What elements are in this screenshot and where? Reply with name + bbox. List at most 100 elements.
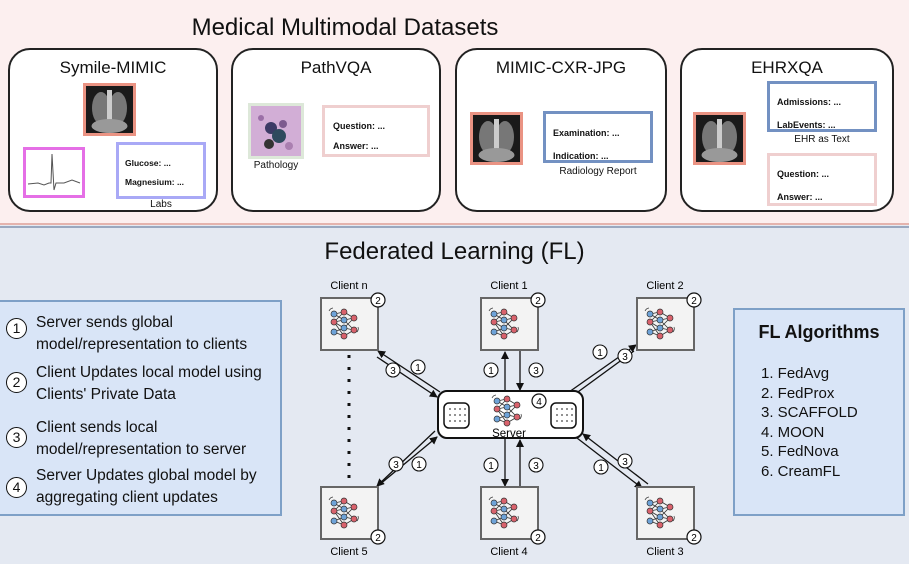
client-step-badge (530, 292, 546, 308)
fl-title: Federated Learning (FL) (324, 238, 585, 265)
radiology-text-box: Examination: ... Indication: ... (543, 111, 653, 163)
server-node[interactable]: 4 Server (437, 390, 584, 440)
qa-line: Answer: ... (333, 141, 379, 151)
step-text: Client sends local model/representation … (36, 419, 247, 458)
pathology-caption: Pathology (253, 160, 299, 171)
algorithm-item: 2. FedProx (761, 384, 835, 402)
arrow-step-badge (388, 456, 404, 472)
model-transfer-arrow (376, 356, 438, 398)
client-step-badge-text: 2 (691, 533, 697, 544)
labs-line: Glucose: ... (125, 158, 171, 168)
algorithm-item: 3. SCAFFOLD (761, 404, 858, 421)
client-step-badge (370, 292, 386, 308)
arrow-step-badge (528, 362, 544, 378)
arrow-step-badge (483, 362, 499, 378)
model-transfer-arrow (376, 430, 436, 487)
server-data-grid-icon (449, 408, 466, 422)
arrow-step-badge-text: 1 (488, 366, 494, 377)
client-step-badge (686, 529, 702, 545)
client-step-badge-text: 2 (535, 533, 541, 544)
arrow-step-badge-text: 1 (597, 348, 603, 359)
client-step-badge-text: 2 (691, 296, 697, 307)
dataset-card-symile-mimic: Symile-MIMIC Glucose: ... Magnesium: ...… (8, 48, 218, 212)
dataset-name: PathVQA (300, 58, 372, 77)
arrow-step-badge (385, 362, 401, 378)
section-divider (0, 226, 909, 228)
arrow-step-badge-text: 3 (533, 366, 539, 377)
arrow-step-badge (410, 359, 426, 375)
client-box[interactable] (636, 486, 695, 540)
ehr-caption: EHR as Text (794, 134, 850, 145)
server-label: Server (492, 428, 526, 440)
radiology-line: Indication: ... (553, 151, 609, 161)
qa-line: Answer: ... (777, 192, 823, 202)
algorithms-list: 1. FedAvg 2. FedProx 3. SCAFFOLD 4. MOON… (761, 364, 858, 481)
step-text: Server Updates global model by aggregati… (36, 467, 257, 506)
step-number-badge: 3 (6, 427, 27, 448)
client-box[interactable] (320, 297, 379, 351)
arrow-step-badge (617, 453, 633, 469)
client-box[interactable] (636, 297, 695, 351)
fl-step: 3 Client sends local model/representatio… (6, 417, 280, 461)
model-transfer-arrow (377, 350, 441, 393)
arrow-step-badge (411, 456, 427, 472)
step-number-badge: 4 (6, 477, 27, 498)
pathology-image (248, 103, 304, 159)
fl-algorithms-panel: FL Algorithms 1. FedAvg 2. FedProx 3. SC… (733, 308, 905, 516)
dataset-card-mimic-cxr-jpg: MIMIC-CXR-JPG Examination: ... Indicatio… (455, 48, 667, 212)
model-transfer-arrow (576, 437, 643, 489)
client-step-badge (370, 529, 386, 545)
algorithm-item: 4. MOON (761, 423, 825, 441)
dataset-card-ehrxqa: EHRXQA Admissions: ... LabEvents: ... EH… (680, 48, 894, 212)
dataset-name: EHRXQA (751, 58, 823, 77)
client-label: Client 3 (646, 546, 683, 558)
client-step-badge-text: 2 (535, 296, 541, 307)
step-text: Server sends global model/representation… (36, 314, 248, 353)
fl-steps-panel: 1 Server sends global model/representati… (0, 300, 282, 516)
server-data-grid-icon (556, 408, 573, 422)
chest-xray-image (83, 83, 136, 136)
client-node[interactable]: 2 Client 2 (636, 280, 702, 351)
client-box[interactable] (320, 486, 379, 540)
arrow-step-badge (593, 459, 609, 475)
algorithm-item: 1. FedAvg (761, 365, 830, 382)
client-box[interactable] (480, 297, 539, 351)
labs-text-box: Glucose: ... Magnesium: ... (116, 142, 206, 199)
client-label: Client n (330, 280, 367, 292)
qa-text-box: Question: ... Answer: ... (322, 105, 430, 157)
client-label: Client 4 (490, 546, 527, 558)
client-label: Client 2 (646, 280, 683, 292)
qa-text-box: Question: ... Answer: ... (767, 153, 877, 206)
fl-step: 2 Client Updates local model using Clien… (6, 362, 280, 406)
server-box[interactable] (437, 390, 584, 439)
arrow-step-badge-text: 3 (533, 461, 539, 472)
labs-caption: Labs (150, 199, 172, 210)
model-transfer-arrow (372, 436, 438, 491)
fl-step: 4 Server Updates global model by aggrega… (6, 465, 280, 509)
step-number-badge: 2 (6, 372, 27, 393)
arrow-step-badge-text: 3 (390, 366, 396, 377)
client-box[interactable] (480, 486, 539, 540)
step-text: Client Updates local model using Clients… (36, 364, 262, 403)
radiology-line: Examination: ... (553, 128, 620, 138)
arrow-step-badge-text: 1 (488, 461, 494, 472)
dataset-card-pathvqa: PathVQA Pathology Question: ... Answer: … (231, 48, 441, 212)
radiology-caption: Radiology Report (559, 166, 637, 177)
arrow-step-badge-text: 3 (393, 460, 399, 471)
step-number-badge: 1 (6, 318, 27, 339)
ehr-line: LabEvents: ... (777, 120, 836, 130)
server-step-badge-text: 4 (536, 397, 542, 408)
arrow-step-badge-text: 3 (622, 352, 628, 363)
chest-xray-image (693, 112, 746, 165)
arrow-step-badge (592, 344, 608, 360)
ehr-line: Admissions: ... (777, 97, 842, 107)
arrow-step-badge-text: 1 (415, 363, 421, 374)
arrow-step-badge (617, 348, 633, 364)
